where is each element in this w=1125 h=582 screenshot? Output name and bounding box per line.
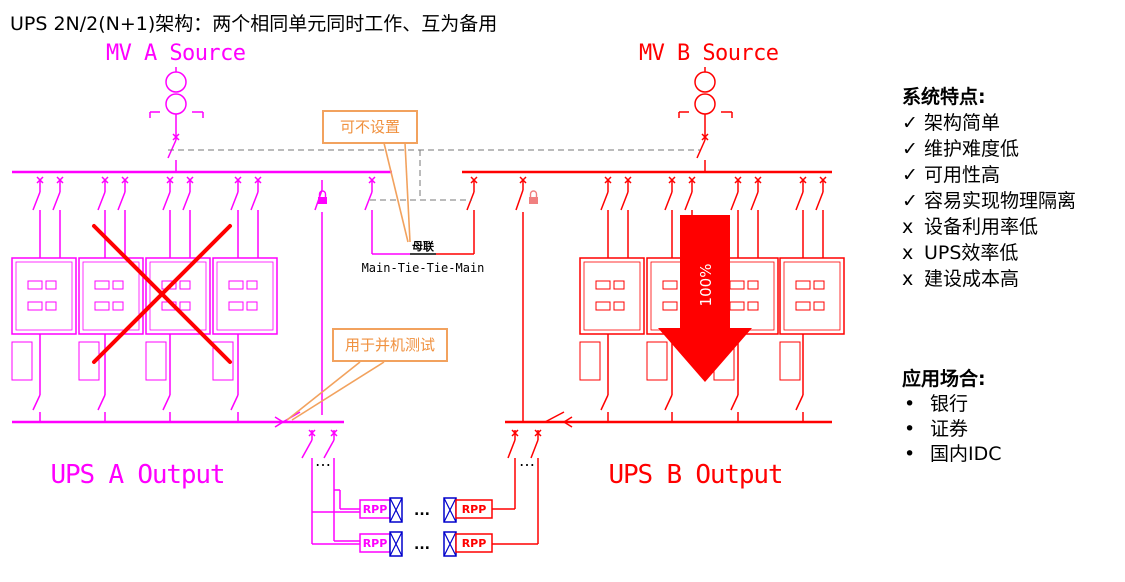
bullet-icon: •	[904, 418, 916, 440]
feature-item: ✓维护难度低	[902, 138, 1020, 160]
side-b-module-glyphs	[595, 280, 825, 311]
load-arrow: 100%	[658, 215, 752, 382]
bullet-icon: •	[904, 393, 916, 415]
rpp-b1-label: RPP	[462, 503, 487, 516]
lock-icon-a	[318, 190, 327, 204]
rpp-a1-label: RPP	[363, 503, 388, 516]
output-a-label: UPS A Output	[51, 460, 226, 490]
tie-label-en: Main-Tie-Tie-Main	[362, 261, 485, 275]
output-b-label: UPS B Output	[609, 460, 784, 490]
features-heading: 系统特点:	[902, 86, 986, 108]
application-item: •证券	[904, 418, 969, 440]
callout-pointers	[286, 142, 411, 421]
application-item: •国内IDC	[904, 443, 1002, 465]
source-a-label: MV A Source	[106, 41, 246, 66]
lock-icon-b	[529, 190, 538, 204]
applications-panel: 应用场合: •银行 •证券 •国内IDC	[902, 367, 1002, 467]
applications-heading: 应用场合:	[902, 368, 986, 390]
application-item: •银行	[904, 393, 969, 415]
load-arrow-label: 100%	[697, 264, 715, 307]
slide-title: UPS 2N/2(N+1)架构：两个相同单元同时工作、互为备用	[10, 13, 498, 35]
callout-parallel-test: 用于并机测试	[332, 328, 448, 362]
feature-item: ✓架构简单	[902, 112, 1001, 134]
rpp-row-2-ellipsis: ...	[414, 537, 430, 553]
rpp-row-1-ellipsis: ...	[414, 503, 430, 519]
side-b-breaker-marks	[470, 133, 827, 437]
bullet-icon: •	[904, 443, 916, 465]
source-b-label: MV B Source	[639, 41, 779, 66]
rpp-a2-label: RPP	[363, 537, 388, 550]
interlock-dashed-lines	[168, 149, 700, 201]
rpp-row-2: RPP ... RPP	[359, 531, 493, 557]
output-b-ellipsis: …	[519, 451, 535, 470]
rpp-b2-label: RPP	[462, 537, 487, 550]
feature-item: ✓可用性高	[902, 164, 1001, 186]
side-a-breaker-marks	[36, 133, 376, 437]
feature-item: ✓容易实现物理隔离	[902, 190, 1077, 212]
output-a-ellipsis: …	[315, 451, 331, 470]
rpp-row-1: RPP ... RPP	[359, 497, 493, 523]
tie-label-cn: 母联	[412, 239, 434, 253]
cross-out-mark	[92, 224, 232, 364]
callout-optional-tie: 可不设置	[322, 110, 418, 144]
